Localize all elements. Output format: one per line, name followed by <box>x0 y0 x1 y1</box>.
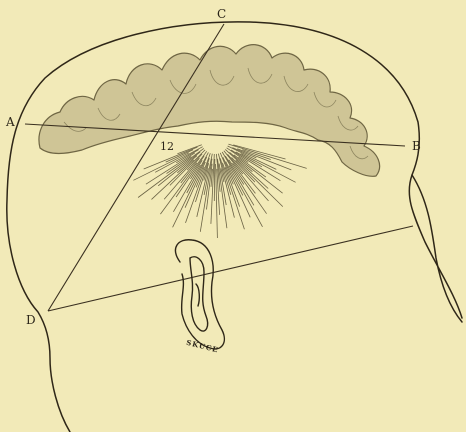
ear-canal <box>196 284 199 306</box>
hatch-stroke <box>241 154 296 183</box>
hatch-stroke <box>152 160 194 200</box>
hatch-stroke <box>225 167 240 206</box>
hatch-stroke <box>133 153 189 181</box>
line-D-ear <box>48 226 413 311</box>
point-label-c: C <box>217 7 226 21</box>
engraver-signature: SKUCE <box>185 338 219 355</box>
point-label-d: D <box>26 313 36 327</box>
point-label-a: A <box>5 115 15 129</box>
hatch-stroke <box>146 153 195 184</box>
angle-value-label: 12 <box>160 140 174 153</box>
point-label-b: B <box>412 139 421 153</box>
hatch-stroke <box>233 145 285 159</box>
ear <box>176 240 225 349</box>
brain-hatching <box>133 144 306 238</box>
hatch-stroke <box>214 159 215 201</box>
